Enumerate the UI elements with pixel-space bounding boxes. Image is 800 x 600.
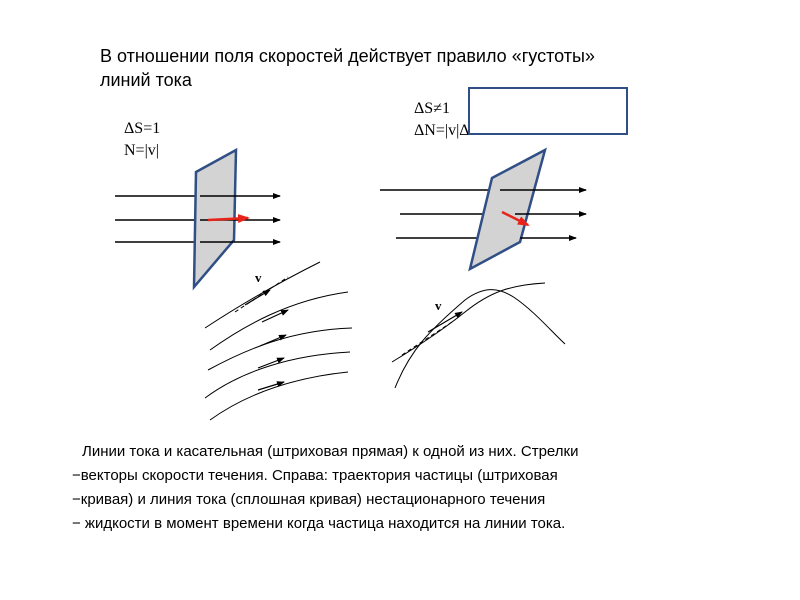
left-red-vector (207, 214, 250, 223)
velocity-label-1: v (255, 270, 262, 285)
right-formula-line-1: ΔS≠1 (414, 100, 450, 117)
left-flow-group (115, 147, 281, 291)
streamline-4 (204, 351, 351, 399)
caption-line-1: Линии тока и касательная (штриховая прям… (82, 443, 579, 460)
stream-vector-5 (257, 381, 285, 391)
blank-overlay-box (468, 87, 628, 135)
title-line-1: В отношении поля скоростей действует пра… (100, 46, 595, 66)
stream-vector-1 (244, 289, 271, 306)
slide-title: В отношении поля скоростей действует пра… (100, 44, 740, 92)
trajectory-tangent-dashed (401, 319, 456, 356)
caption-line-4: − жидкости в момент времени когда частиц… (72, 515, 566, 532)
right-plate (468, 147, 547, 272)
caption: Линии тока и касательная (штриховая прям… (72, 440, 762, 536)
right-flow-group (380, 147, 587, 272)
left-formula-line-1: ΔS=1 (124, 120, 161, 137)
title-line-2: линий тока (100, 70, 192, 90)
streamline-5 (209, 371, 349, 421)
trajectory-vector (427, 311, 463, 333)
left-formula-line-2: N=|v| (124, 142, 159, 159)
streamline-1 (204, 261, 321, 329)
trajectory-group (391, 282, 566, 389)
velocity-label-2: v (435, 298, 442, 313)
streamline-3 (207, 327, 353, 371)
streamline-solid (394, 289, 566, 389)
streamline-2 (209, 291, 349, 351)
streamline-vectors (244, 289, 289, 391)
caption-line-3: −кривая) и линия тока (сплошная кривая) … (72, 491, 546, 508)
streamlines (204, 261, 353, 421)
right-red-vector (501, 210, 530, 227)
stream-vector-4 (257, 357, 285, 369)
stream-vector-2 (261, 309, 289, 323)
stream-vector-3 (259, 334, 287, 347)
trajectory-curve (391, 282, 546, 363)
left-formula: ΔS=1 N=|v| (124, 118, 160, 162)
caption-line-2: −векторы скорости течения. Справа: траек… (72, 467, 558, 484)
